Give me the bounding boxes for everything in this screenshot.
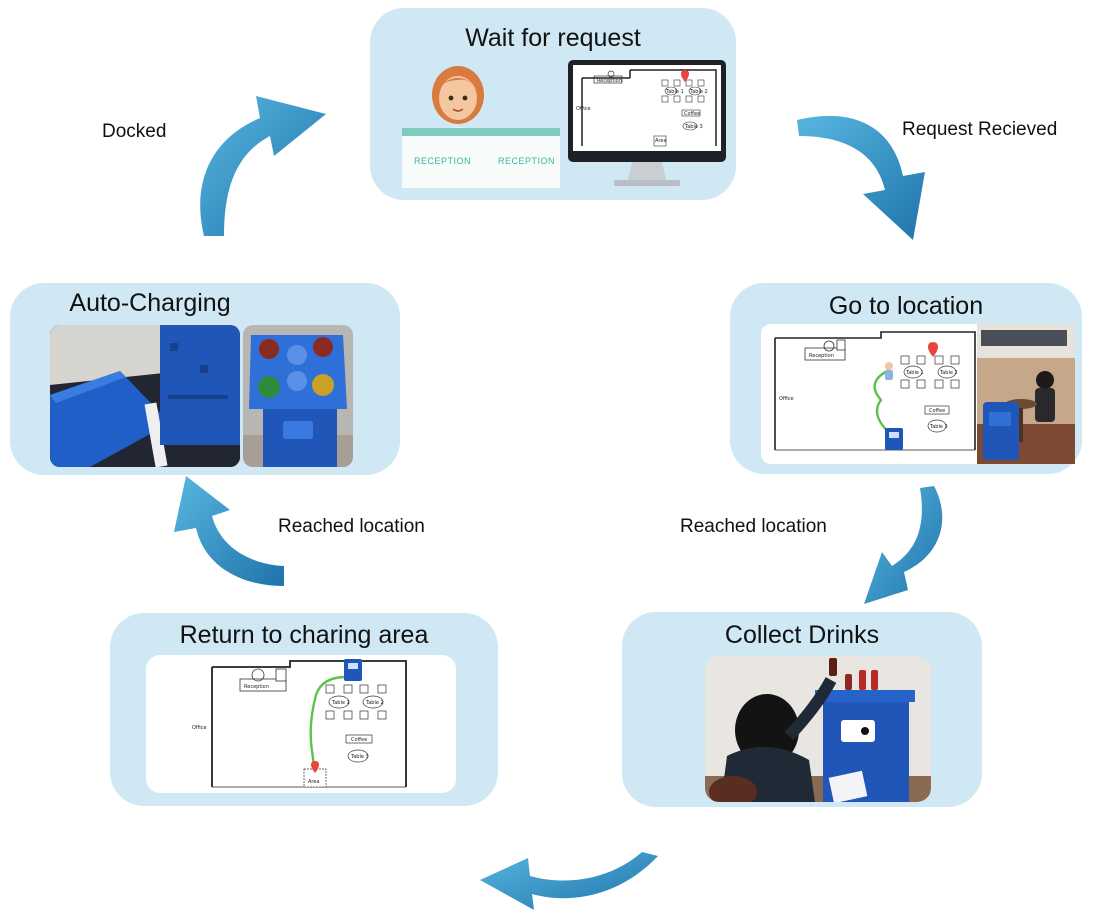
- label-reached-location-left: Reached location: [278, 516, 425, 537]
- curved-arrow-icon: [480, 852, 658, 910]
- stage-go-to-location: Go to location Reception Office Table: [730, 283, 1082, 474]
- stage-title: Collect Drinks: [724, 621, 880, 649]
- map-table-2-label: Table 2: [689, 89, 708, 95]
- map-table-3-label: Table 3: [929, 424, 948, 430]
- receptionist-illustration: RECEPTION RECEPTION: [402, 66, 560, 188]
- robot-cans-photo: [243, 325, 353, 467]
- map-table-2-label: Table 2: [939, 370, 958, 376]
- map-area-label: Area: [655, 138, 667, 144]
- stage-return-to-charging-area: Return to charing area Reception Office: [110, 613, 498, 806]
- reception-label-right: RECEPTION: [498, 156, 555, 166]
- robot-with-person-photo: [977, 324, 1075, 464]
- robot-icon: [344, 659, 362, 681]
- map-office-label: Office: [192, 725, 207, 731]
- map-coffee-label: Coffee: [684, 111, 700, 117]
- stage-title: Auto-Charging: [69, 289, 231, 317]
- robot-path: [873, 368, 894, 437]
- robot-icon: [885, 428, 903, 450]
- map-reception-label: Reception: [244, 684, 269, 690]
- monitor-illustration: Reception Office Table 1 Table 2 Coffee …: [568, 60, 726, 186]
- arrow-bottom-return: [480, 852, 658, 910]
- robot-path: [309, 675, 347, 774]
- child-collecting-drinks-photo: [705, 656, 931, 802]
- stage-wait-for-request: Wait for request RECEPTION RECEPTION: [370, 8, 736, 200]
- curved-arrow-icon: [864, 486, 943, 604]
- map-table-2-label: Table 2: [365, 700, 384, 706]
- curved-arrow-icon: [174, 476, 284, 586]
- charging-dock-photo: [50, 325, 240, 467]
- label-docked: Docked: [102, 121, 167, 142]
- arrow-docked: [200, 96, 326, 236]
- stage-title: Wait for request: [465, 24, 641, 52]
- label-reached-location-right: Reached location: [680, 516, 827, 537]
- map-table-3-label: Table 3: [350, 754, 369, 760]
- map-area-label: Area: [308, 779, 320, 785]
- arrow-request-received: [797, 115, 925, 240]
- stage-title: Return to charing area: [179, 621, 429, 649]
- stage-collect-drinks: Collect Drinks: [622, 612, 982, 807]
- map-table-1-label: Table 1: [905, 370, 924, 376]
- label-request-received: Request Recieved: [902, 119, 1058, 140]
- map-table-1-label: Table 1: [331, 700, 350, 706]
- floor-map: Reception Office Table 1 Table 2 Coffee …: [576, 69, 717, 147]
- map-reception-label: Reception: [597, 78, 622, 84]
- arrow-reached-location-right: [864, 486, 943, 604]
- navigation-map: Reception Office Table 1 Table 2 Coffee …: [761, 324, 977, 464]
- map-office-label: Office: [779, 396, 794, 402]
- stage-auto-charging: Auto-Charging: [10, 283, 400, 475]
- map-table-3-label: Table 3: [684, 124, 703, 130]
- stage-title: Go to location: [828, 292, 984, 320]
- location-pin-icon: [311, 761, 319, 773]
- curved-arrow-icon: [797, 115, 925, 240]
- arrow-reached-location-left: [174, 476, 284, 586]
- reception-label-left: RECEPTION: [414, 156, 471, 166]
- map-reception-label: Reception: [809, 353, 834, 359]
- map-coffee-label: Coffee: [351, 737, 367, 743]
- map-table-1-label: Table 1: [665, 89, 684, 95]
- location-pin-icon: [681, 70, 689, 82]
- map-coffee-label: Coffee: [929, 408, 945, 414]
- location-pin-icon: [928, 342, 938, 357]
- curved-arrow-icon: [200, 96, 326, 236]
- return-map: Reception Office Table 1 Table 2 Coffee …: [146, 655, 456, 793]
- map-office-label: Office: [576, 106, 591, 112]
